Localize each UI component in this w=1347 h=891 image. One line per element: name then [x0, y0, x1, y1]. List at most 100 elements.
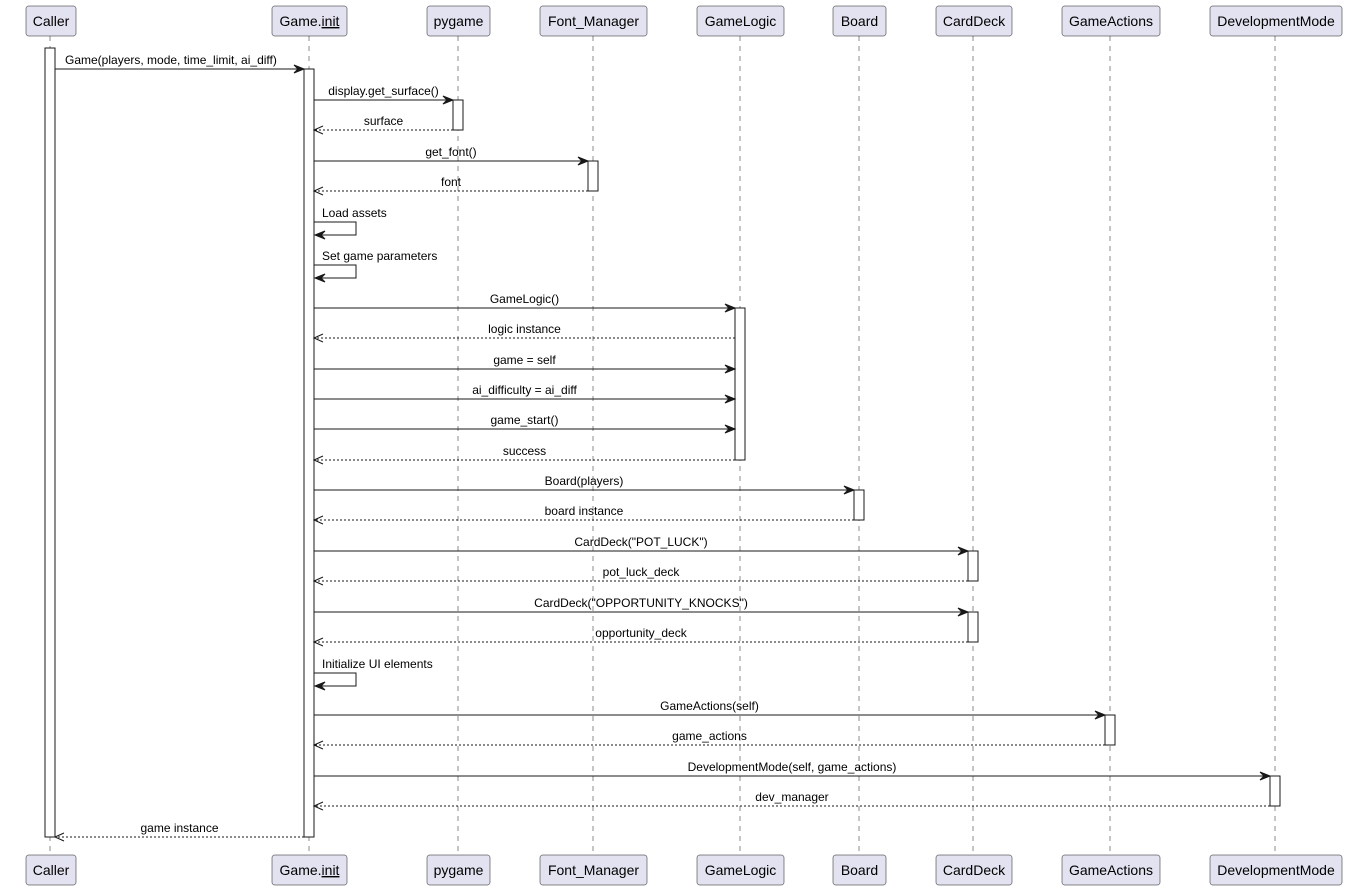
- participant-box: [271, 854, 348, 886]
- participant-label-text: pygame: [434, 862, 484, 878]
- participant-label-text: DevelopmentMode: [1217, 862, 1335, 878]
- participant-label-text: GameLogic: [705, 13, 777, 29]
- message-return: game instance: [53, 821, 304, 842]
- message-line: [314, 264, 357, 279]
- participant-label: Font_Manager: [548, 13, 639, 29]
- participant-font_manager-bottom: Font_Manager: [539, 854, 648, 886]
- message-call: CardDeck("OPPORTUNITY_KNOCKS"): [314, 596, 970, 617]
- participant-label-text: CardDeck: [943, 13, 1006, 29]
- activation-bar-carddeck: [967, 550, 979, 582]
- participant-label: GameActions: [1069, 862, 1153, 878]
- participant-label-text: GameLogic: [705, 862, 777, 878]
- participant-caller-bottom: Caller: [25, 854, 77, 886]
- participant-box: [832, 854, 887, 886]
- participant-label-text: Font_Manager: [548, 862, 639, 878]
- participant-label-underlined: init: [322, 862, 340, 878]
- message-label: DevelopmentMode(self, game_actions): [688, 760, 897, 774]
- message-label: game instance: [140, 821, 218, 835]
- message-return: dev_manager: [312, 790, 1270, 811]
- message-self-call: Set game parameters: [313, 249, 437, 283]
- arrowhead: [313, 681, 326, 691]
- arrowhead-open: [312, 801, 324, 811]
- message-label: GameActions(self): [660, 699, 759, 713]
- message-call: display.get_surface(): [314, 84, 455, 105]
- arrowhead: [313, 230, 326, 240]
- message-label: success: [503, 444, 546, 458]
- participant-box: [539, 854, 648, 886]
- participant-label-text: Board: [841, 862, 878, 878]
- arrowhead-open: [312, 186, 324, 196]
- arrowhead: [724, 303, 737, 313]
- participant-label: Game.init: [280, 862, 340, 878]
- message-label: game_actions: [672, 729, 747, 743]
- message-label: Load assets: [322, 206, 387, 220]
- activation-bar-caller: [44, 47, 56, 838]
- activation-bar-gamelogic: [734, 307, 746, 461]
- arrowhead: [957, 546, 970, 556]
- participant-label-text: Game.: [280, 862, 322, 878]
- message-label: GameLogic(): [490, 292, 559, 306]
- arrowhead-open: [312, 515, 324, 525]
- participant-label: Board: [841, 13, 878, 29]
- message-return: success: [312, 444, 735, 465]
- message-call: get_font(): [314, 145, 590, 166]
- participant-label-text: Font_Manager: [548, 13, 639, 29]
- participant-label: Game.init: [280, 13, 340, 29]
- participant-label-text: DevelopmentMode: [1217, 13, 1335, 29]
- participant-label: DevelopmentMode: [1217, 862, 1335, 878]
- message-label: logic instance: [488, 322, 561, 336]
- message-label: surface: [364, 114, 404, 128]
- participant-label-text: Caller: [33, 862, 70, 878]
- participant-label: Font_Manager: [548, 862, 639, 878]
- arrowhead: [293, 64, 306, 74]
- arrowhead: [1094, 710, 1107, 720]
- participant-gameactions-top: GameActions: [1061, 5, 1161, 37]
- message-call: GameLogic(): [314, 292, 737, 313]
- participant-devmode-bottom: DevelopmentMode: [1209, 854, 1343, 886]
- message-call: GameActions(self): [314, 699, 1107, 720]
- participant-game-bottom: Game.init: [271, 854, 348, 886]
- participant-label-text: GameActions: [1069, 13, 1153, 29]
- participant-box: [25, 854, 77, 886]
- participant-label: Caller: [33, 862, 70, 878]
- arrowhead: [724, 424, 737, 434]
- arrowhead-open: [312, 637, 324, 647]
- participant-gamelogic-top: GameLogic: [696, 5, 785, 37]
- lifelines: [49, 36, 1276, 855]
- message-return: logic instance: [312, 322, 735, 343]
- message-label: Set game parameters: [322, 249, 437, 263]
- participant-label: DevelopmentMode: [1217, 13, 1335, 29]
- message-return: opportunity_deck: [312, 626, 968, 647]
- message-line: [314, 672, 357, 687]
- participant-box: [935, 854, 1013, 886]
- participant-label-underlined: init: [322, 13, 340, 29]
- arrowhead: [442, 95, 455, 105]
- message-line: [314, 221, 357, 236]
- participant-label: Caller: [33, 13, 70, 29]
- message-call: CardDeck("POT_LUCK"): [314, 535, 970, 556]
- participant-box: [1209, 5, 1343, 37]
- participant-label: pygame: [434, 862, 484, 878]
- message-label: CardDeck("OPPORTUNITY_KNOCKS"): [534, 596, 748, 610]
- message-return: surface: [312, 114, 453, 135]
- message-self-call: Load assets: [313, 206, 387, 240]
- arrowhead-open: [53, 832, 65, 842]
- arrowhead: [957, 607, 970, 617]
- arrowhead: [724, 394, 737, 404]
- message-label: pot_luck_deck: [603, 565, 681, 579]
- arrowhead-open: [312, 125, 324, 135]
- participant-box: [271, 5, 348, 37]
- arrowhead-open: [312, 740, 324, 750]
- participant-label: CardDeck: [943, 862, 1006, 878]
- activation-bars: [44, 47, 1281, 838]
- message-self-call: Initialize UI elements: [313, 657, 433, 691]
- participant-label-text: Board: [841, 13, 878, 29]
- arrowhead-open: [312, 455, 324, 465]
- participant-box: [1209, 854, 1343, 886]
- participant-box: [935, 5, 1013, 37]
- message-label: dev_manager: [755, 790, 828, 804]
- arrowhead-open: [312, 333, 324, 343]
- participant-box: [1061, 854, 1161, 886]
